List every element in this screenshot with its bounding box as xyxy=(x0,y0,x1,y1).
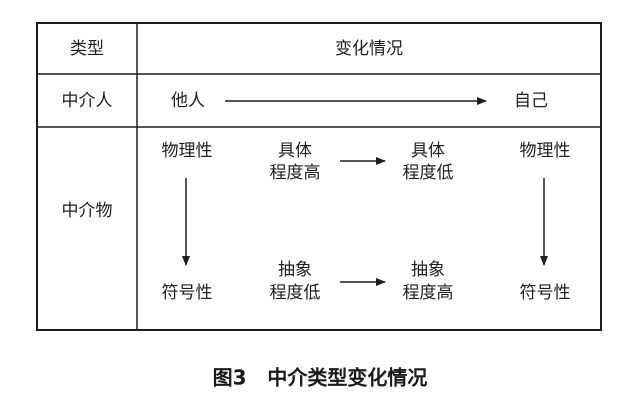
bottom-mid-from-line2: 程度低 xyxy=(269,283,321,303)
figure-caption: 图3 中介类型变化情况 xyxy=(213,362,428,391)
top-mid-to-line2: 程度低 xyxy=(402,163,454,183)
top-mid-from-line1: 具体 xyxy=(278,141,312,161)
figure-title: 中介类型变化情况 xyxy=(267,365,428,390)
top-left-physical: 物理性 xyxy=(161,141,213,161)
table-border xyxy=(36,22,602,331)
header-change: 变化情况 xyxy=(335,39,403,59)
bottom-mid-to-line2: 程度高 xyxy=(402,283,454,303)
bottom-mid-from-line1: 抽象 xyxy=(278,260,312,280)
person-from: 他人 xyxy=(171,91,205,111)
figure-number: 图3 xyxy=(212,365,247,390)
top-mid-to-line1: 具体 xyxy=(411,141,445,161)
bottom-mid-to-line1: 抽象 xyxy=(411,260,445,280)
header-type: 类型 xyxy=(70,39,104,59)
top-right-physical: 物理性 xyxy=(519,141,571,161)
row-label-person: 中介人 xyxy=(61,91,113,111)
bottom-left-symbolic: 符号性 xyxy=(161,283,213,303)
top-mid-from-line2: 程度高 xyxy=(269,163,321,183)
bottom-right-symbolic: 符号性 xyxy=(519,283,571,303)
row-label-object: 中介物 xyxy=(61,201,113,221)
person-to: 自己 xyxy=(514,91,548,111)
